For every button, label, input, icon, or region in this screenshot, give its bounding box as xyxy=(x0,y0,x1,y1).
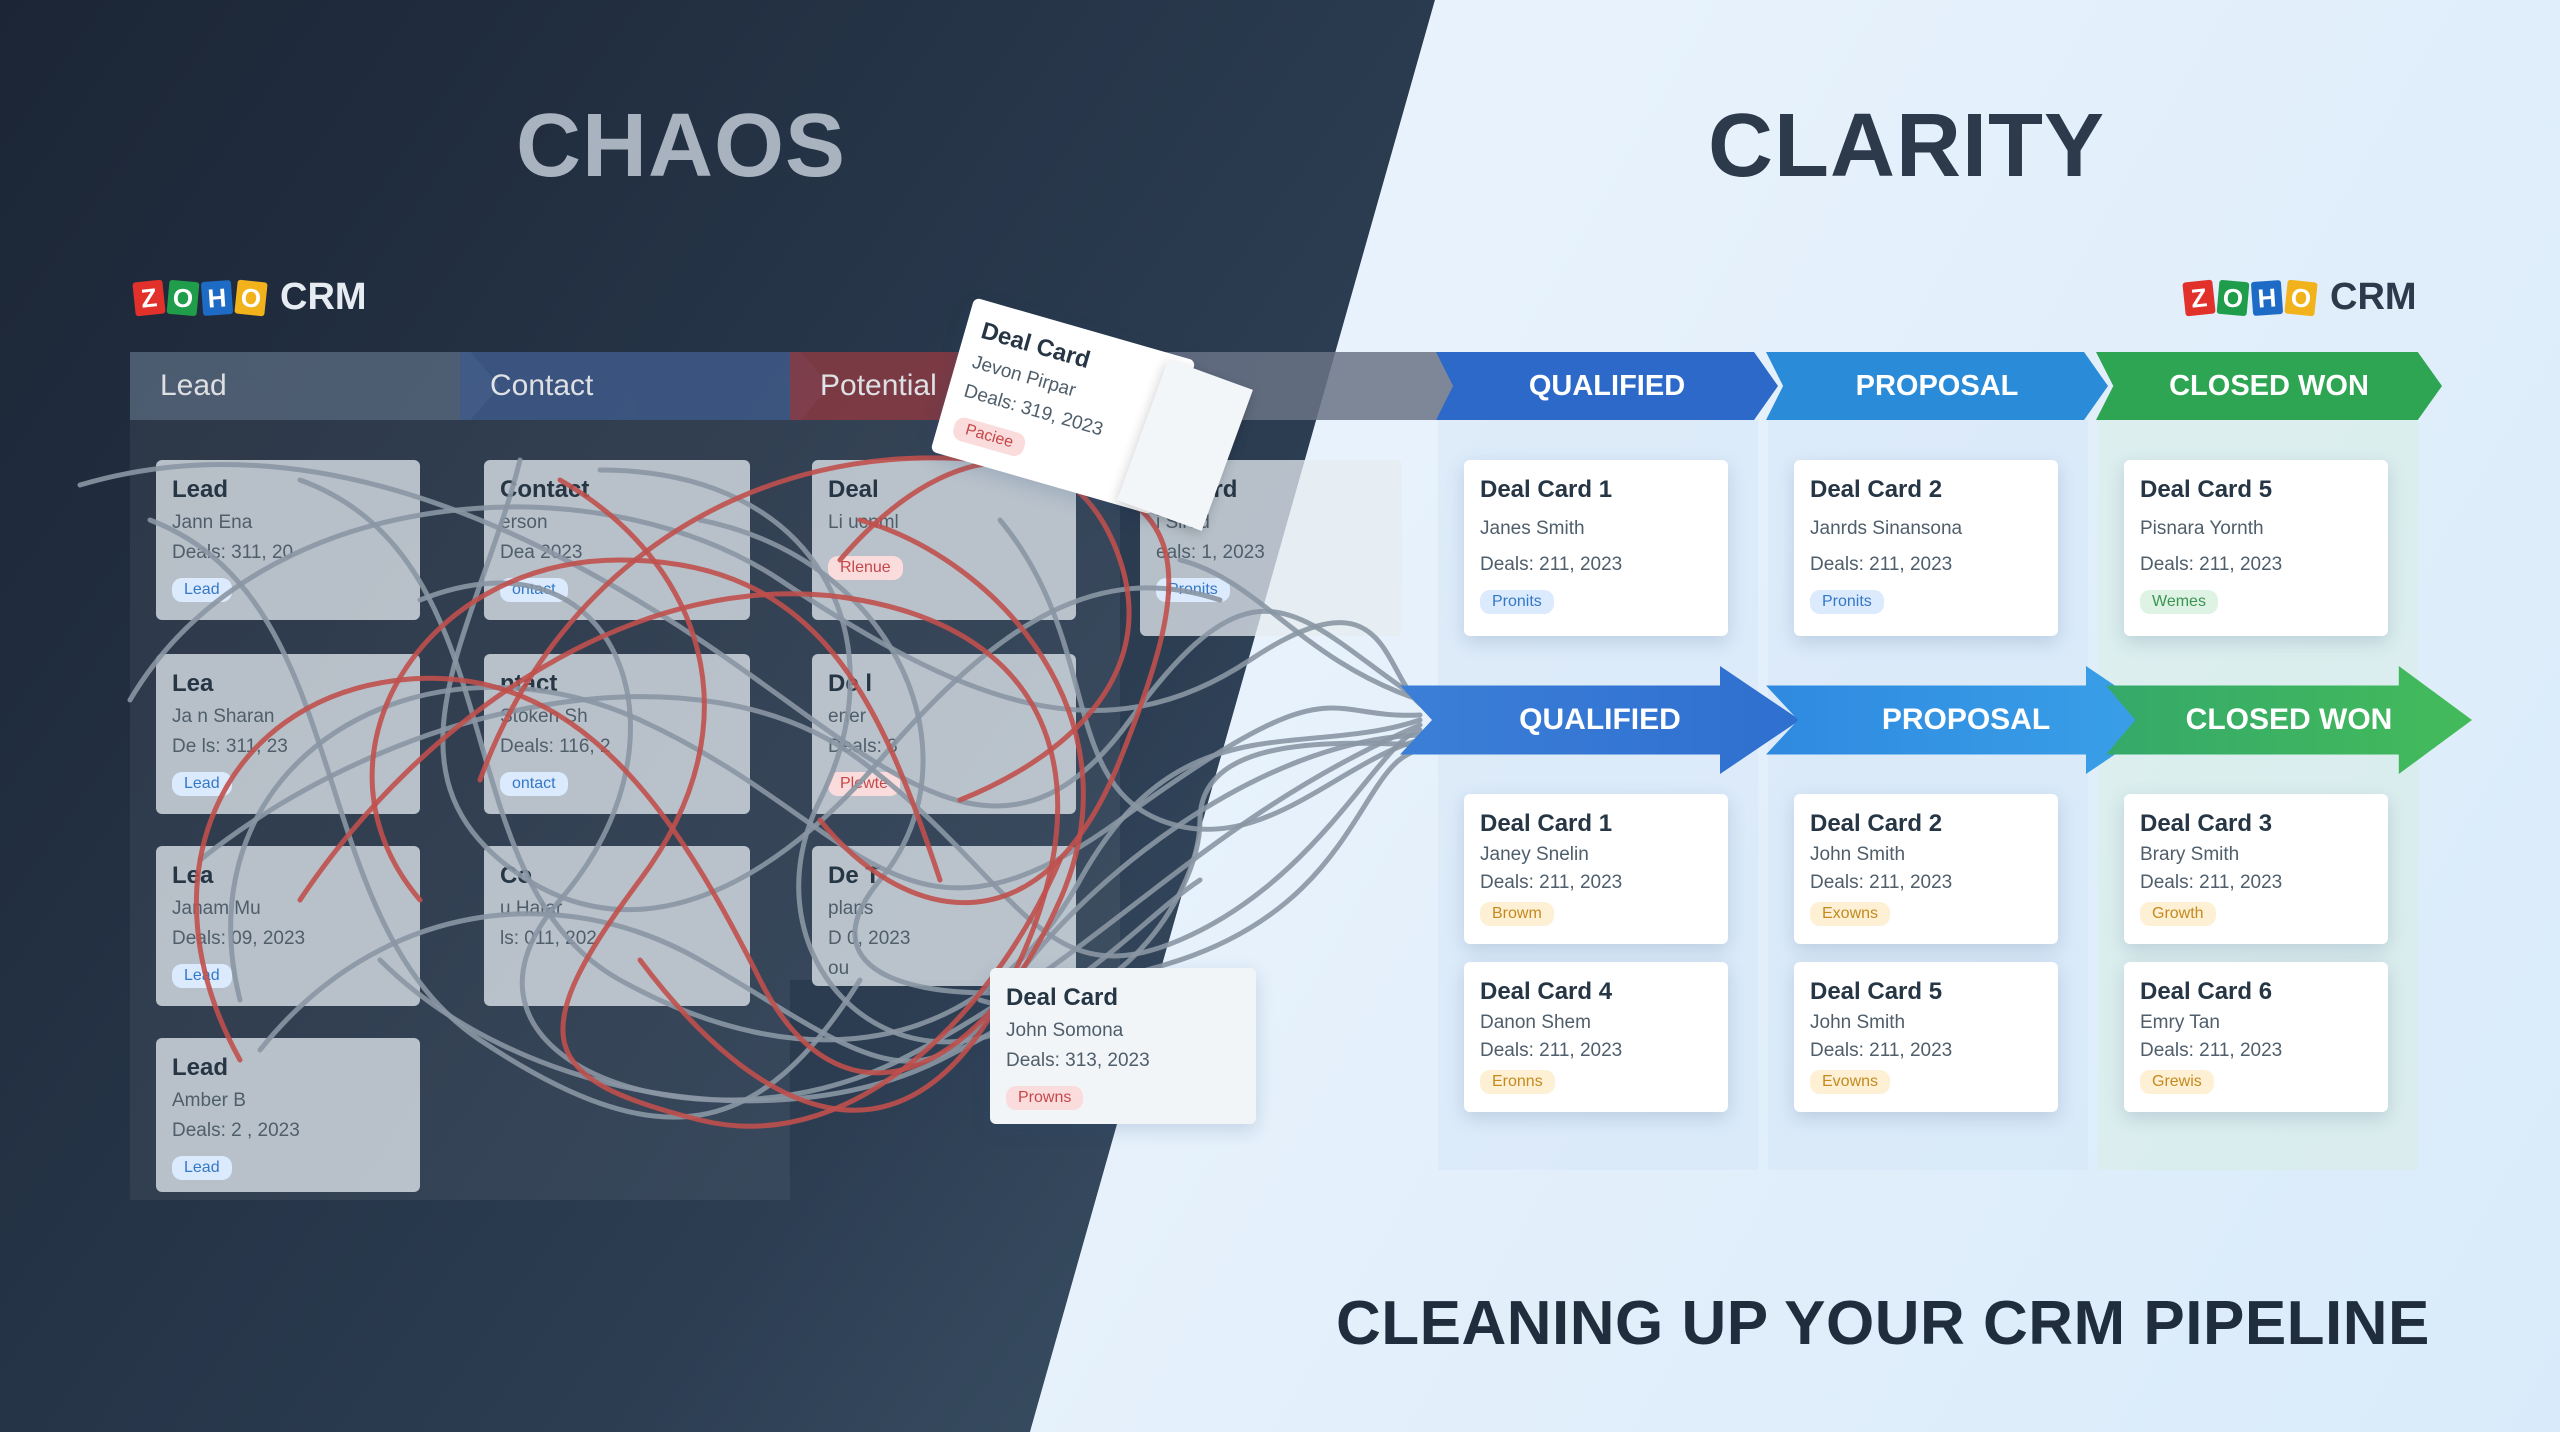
chaos-stage-lead: Lead xyxy=(130,352,500,420)
tangle-line xyxy=(597,467,1063,1045)
zoho-crm-logo-left: Z O H O CRM xyxy=(132,276,367,319)
tangle-line xyxy=(228,684,1423,1003)
loose-deal-card: Deal Card John Somona Deals: 313, 2023 P… xyxy=(990,968,1256,1124)
tangle-line xyxy=(297,477,1423,1043)
zoho-crm-logo-right: Z O H O CRM xyxy=(2182,276,2417,319)
tangle-line xyxy=(257,732,1423,1064)
chaos-stage-contact: Contact xyxy=(460,352,830,420)
clarity-stage-proposal: PROPOSAL xyxy=(1766,352,2108,420)
clarity-title: CLARITY xyxy=(1708,96,2105,196)
footer-headline: CLEANING UP YOUR CRM PIPELINE xyxy=(1336,1289,2430,1358)
clarity-stage-closed-won: CLOSED WON xyxy=(2096,352,2442,420)
tangle-line-red xyxy=(194,517,1086,1076)
tangle-line xyxy=(1177,557,1423,703)
clarity-stage-qualified: QUALIFIED xyxy=(1436,352,1778,420)
chaos-title: CHAOS xyxy=(516,96,847,196)
tangle-line-red xyxy=(837,459,1132,803)
tangle-line-red xyxy=(369,557,943,903)
tangle-line xyxy=(77,462,1423,809)
tangle-line-red xyxy=(477,455,1172,906)
logo-crm-text: CRM xyxy=(280,276,367,318)
tangle-line xyxy=(997,517,1423,832)
tangle-line-red xyxy=(557,477,1063,1129)
tangle-line xyxy=(697,517,1423,996)
tangle-line xyxy=(440,457,1223,913)
logo-crm-text: CRM xyxy=(2330,276,2417,318)
tangle-line xyxy=(197,694,1423,959)
tangle-line xyxy=(127,504,1433,713)
tangle-line xyxy=(417,580,1423,1103)
